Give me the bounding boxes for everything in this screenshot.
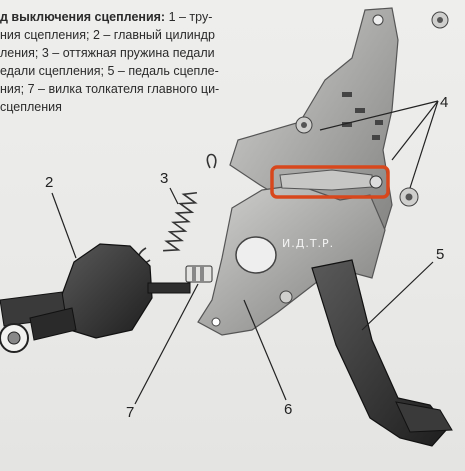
callout-7: 7 bbox=[126, 404, 135, 421]
caption-line-5: ния; 7 – вилка толкателя главного ци- bbox=[0, 82, 220, 96]
leader-lines bbox=[51, 100, 439, 405]
caption-line-1: д выключения сцепления: 1 – тру- bbox=[0, 10, 213, 24]
pushrod-fork bbox=[185, 265, 213, 283]
watermark: И.Д.Т.Р. bbox=[282, 237, 335, 250]
callout-2: 2 bbox=[45, 174, 54, 191]
callout-4: 4 bbox=[440, 94, 449, 111]
caption-line-2: ния сцепления; 2 – главный цилиндр bbox=[0, 28, 215, 42]
return-spring bbox=[137, 153, 217, 264]
nuts bbox=[279, 11, 449, 304]
clutch-pedal bbox=[311, 259, 453, 447]
figure-caption: д выключения сцепления: 1 – тру- ния сце… bbox=[0, 8, 270, 116]
highlight-frame bbox=[270, 165, 390, 199]
caption-line-4: едали сцепления; 5 – педаль сцепле- bbox=[0, 64, 219, 78]
master-cylinder bbox=[0, 243, 191, 353]
callout-5: 5 bbox=[436, 246, 445, 263]
caption-line-6: сцепления bbox=[0, 100, 62, 114]
callout-6: 6 bbox=[284, 401, 293, 418]
callout-3: 3 bbox=[160, 170, 169, 187]
caption-line-3: ления; 3 – оттяжная пружина педали bbox=[0, 46, 215, 60]
